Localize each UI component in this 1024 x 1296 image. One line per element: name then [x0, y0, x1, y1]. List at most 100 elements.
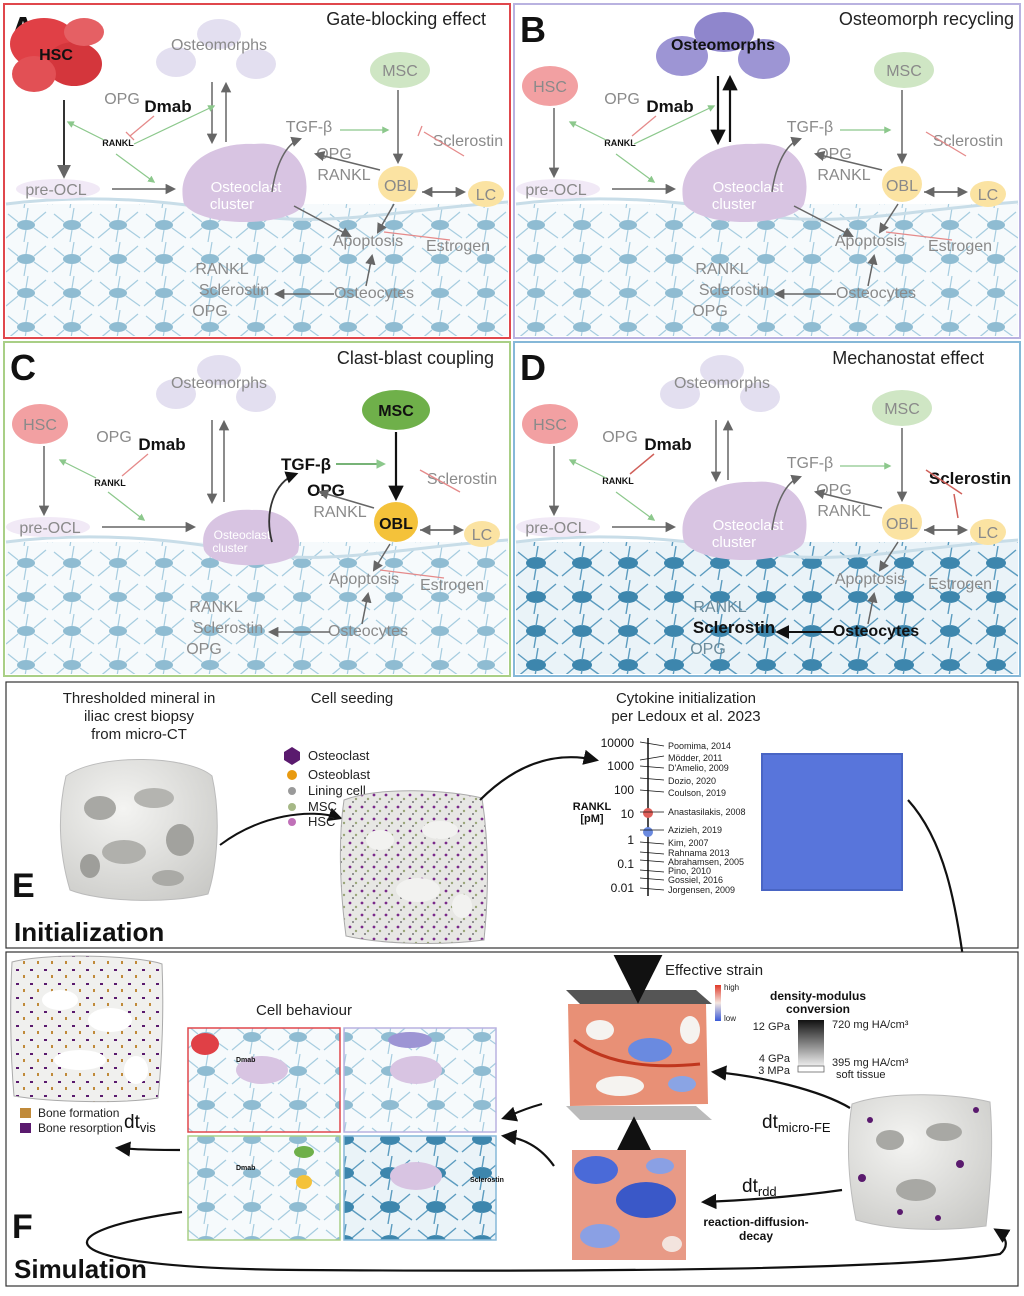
sclerostin-label: Sclerostin: [699, 282, 769, 299]
reference-label: Anastasilakis, 2008: [668, 807, 746, 817]
panel-D: D Mechanostat effect HSC Osteomorphs MSC…: [513, 341, 1021, 677]
osteoclast-cluster: [182, 143, 307, 223]
hsc-label: HSC: [39, 47, 73, 64]
micro-ct-title: from micro-CT: [91, 726, 187, 743]
apoptosis-label: Apoptosis: [333, 233, 403, 250]
cluster-label: cluster: [210, 196, 254, 213]
panel-E: Thresholded mineral in iliac crest biops…: [5, 681, 1019, 984]
obl-label: OBL: [886, 178, 918, 195]
thumbnail-C: [187, 1135, 341, 1241]
rankl-label: RANKL: [317, 167, 370, 184]
colorbar-high: high: [724, 983, 739, 992]
panel-A: A Gate-blocking effect HSC Osteomorphs M…: [3, 3, 511, 339]
rdd-label: decay: [739, 1229, 773, 1243]
obl-cell: [882, 504, 922, 540]
axis-tick: 1000: [607, 759, 634, 773]
hsc-cell-cluster: [10, 18, 104, 92]
apoptosis-label: Apoptosis: [835, 233, 905, 250]
cell-legend: Osteoclast Osteoblast Lining cell MSC HS…: [284, 747, 371, 829]
msc-cell: [362, 390, 430, 430]
obl-label: OBL: [886, 516, 918, 533]
dmab-label: Dmab: [144, 97, 191, 116]
cytokine-title: per Ledoux et al. 2023: [611, 708, 760, 725]
pathway-arrows: [38, 419, 465, 638]
opg-label: OPG: [690, 641, 726, 658]
lc-cell: [464, 521, 500, 547]
reference-label: Jorgensen, 2009: [668, 885, 735, 895]
dt-vis-label: dtvis: [124, 1112, 156, 1135]
cell-behaviour-thumbnails: Dmab Dmab Sclerostin: [187, 1027, 504, 1241]
density-label: 395 mg HA/cm³: [832, 1057, 909, 1069]
osteomorph-cells: [656, 12, 790, 79]
value-marker: [643, 808, 653, 818]
osteomorph-cells: [660, 355, 780, 412]
msc-cell: [874, 52, 934, 88]
panel-letter: E: [12, 867, 35, 905]
osteoclast-cluster: [203, 509, 300, 566]
bone-tissue: [6, 204, 508, 336]
panel-letter: D: [520, 347, 546, 388]
reference-label: Mödder, 2011: [668, 753, 722, 763]
axis-tick: 0.01: [611, 881, 635, 895]
msc-cell: [370, 52, 430, 88]
reference-label: D'Amelio, 2009: [668, 763, 729, 773]
reference-label: Dozio, 2020: [668, 776, 716, 786]
axis-tick: 0.1: [617, 857, 634, 871]
legend-label: Lining cell: [308, 783, 366, 798]
rankl-label: RANKL: [189, 599, 242, 616]
flow-arrow: [700, 1188, 843, 1210]
msc-cell: [872, 390, 932, 426]
density-modulus-bar: [798, 1020, 824, 1066]
msc-label: MSC: [382, 63, 418, 80]
lc-label: LC: [472, 527, 492, 544]
opg-label: OPG: [104, 91, 140, 108]
reference-label: Abrahamsen, 2005: [668, 857, 744, 867]
density-label: 720 mg HA/cm³: [832, 1019, 909, 1031]
seeded-bone-model: [339, 790, 488, 944]
axis-tick: 1: [627, 833, 634, 847]
osteoclast-cluster: [682, 143, 807, 223]
lining-cell-swatch: [288, 787, 296, 795]
modulus-label: 12 GPa: [753, 1021, 791, 1033]
effective-strain-title: Effective strain: [665, 962, 763, 979]
cluster-label: cluster: [712, 534, 756, 551]
bone-formation-swatch: [20, 1108, 31, 1118]
osteomorph-cells: [156, 19, 276, 79]
hsc-cell: [12, 404, 68, 444]
tgfb-label: TGF-β: [787, 455, 834, 472]
estrogen-label: Estrogen: [420, 577, 484, 594]
bone-tissue: [516, 542, 1018, 674]
sclerostin-label: Sclerostin: [193, 620, 263, 637]
flow-arrow: [114, 1141, 181, 1157]
apoptosis-label: Apoptosis: [329, 571, 399, 588]
pre-ocl-label: pre-OCL: [525, 520, 586, 537]
stimulation-arrows: [568, 105, 892, 183]
axis-tick: 10: [621, 807, 635, 821]
pre-ocl-cell: [516, 517, 600, 537]
opg-label: OPG: [186, 641, 222, 658]
tgfb-label: TGF-β: [787, 119, 834, 136]
osteoblast-swatch: [287, 770, 297, 780]
micro-ct-title: Thresholded mineral in: [63, 690, 216, 707]
reference-label: Coulson, 2019: [668, 788, 726, 798]
stimulation-arrows: [568, 459, 892, 521]
rankl-label: RANKL: [817, 167, 870, 184]
colorbar-low: low: [724, 1014, 736, 1023]
section-title: Initialization: [14, 917, 164, 947]
panel-letter: C: [10, 347, 36, 388]
opg-label: OPG: [316, 146, 352, 163]
dmab-label: Dmab: [138, 435, 185, 454]
obl-cell: [378, 166, 418, 202]
panel-letter: B: [520, 9, 546, 50]
micro-ct-title: iliac crest biopsy: [84, 708, 195, 725]
panel-F: Bone formation Bone resorption Cell beha…: [5, 951, 1019, 1287]
panel-title: Clast-blast coupling: [337, 348, 494, 368]
osteoclast-label: Osteoclast: [713, 179, 785, 196]
legend-label: HSC: [308, 814, 335, 829]
osteoclast-label: Osteoclast: [214, 528, 271, 542]
axis-tick: 10000: [601, 736, 635, 750]
rankl-label: RANKL: [94, 478, 126, 488]
inhibition-lines: [631, 115, 967, 241]
hsc-label: HSC: [533, 79, 567, 96]
panel-title: Mechanostat effect: [832, 348, 984, 368]
